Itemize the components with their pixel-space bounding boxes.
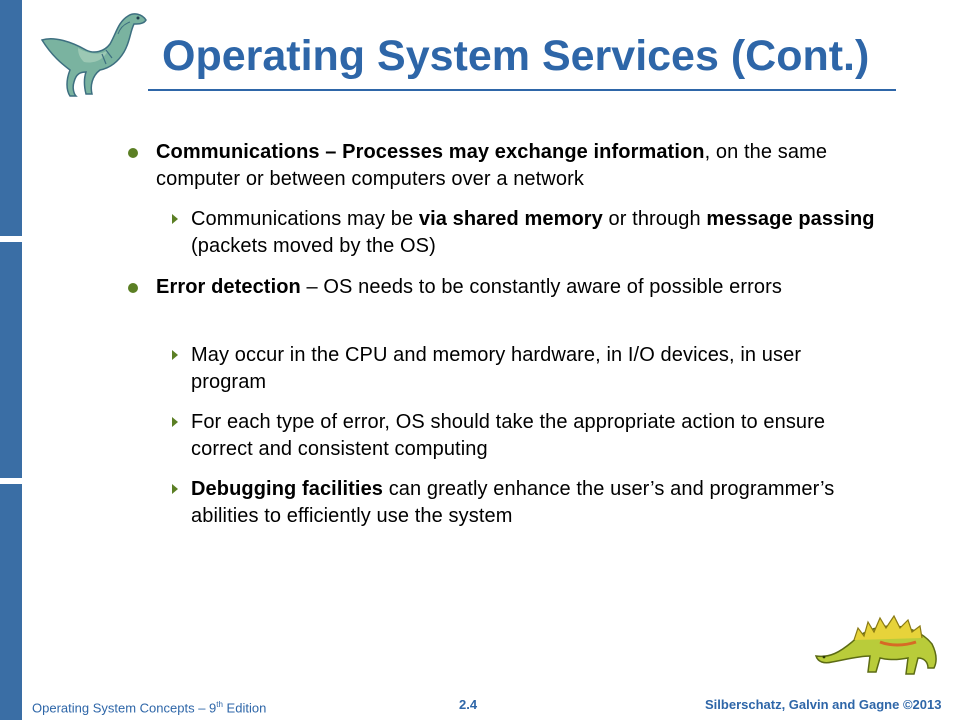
bullet-text-segment: message passing bbox=[706, 208, 875, 230]
bullet-arrow-icon bbox=[172, 350, 178, 360]
bullet-text-segment: or through bbox=[602, 208, 707, 230]
footer-book-title: Operating System Concepts – 9th Edition bbox=[32, 700, 266, 715]
bullet-text-segment: Communications may be bbox=[191, 208, 419, 230]
footer-book-title-prefix: Operating System Concepts – 9 bbox=[32, 700, 217, 716]
bullet-text-segment: May occur in the CPU and memory hardware… bbox=[191, 344, 802, 393]
dinosaur-icon bbox=[40, 13, 147, 97]
page-number: 2.4 bbox=[459, 697, 478, 712]
bullet-text-segment: Communications – Processes may exchange … bbox=[156, 141, 705, 163]
bullet-text-segment: Error detection bbox=[156, 276, 301, 298]
bullet-arrow-icon bbox=[172, 417, 178, 427]
bullet-text-segment: Debugging facilities bbox=[191, 478, 384, 500]
bullet-text-segment: – OS needs to be constantly aware of pos… bbox=[300, 276, 782, 298]
bullet-dot-icon bbox=[128, 148, 138, 158]
bullet-item: Communications – Processes may exchange … bbox=[156, 139, 876, 193]
bullet-text-segment: can greatly enhance the user’s and progr… bbox=[191, 478, 835, 527]
sidebar-segment bbox=[0, 242, 22, 478]
left-sidebar-bar bbox=[0, 0, 22, 720]
bullet-text-segment: For each type of error, OS should take t… bbox=[191, 411, 826, 460]
footer-book-title-sup: th bbox=[216, 700, 223, 709]
sub-bullet-item: For each type of error, OS should take t… bbox=[191, 409, 881, 463]
sub-bullet-item: May occur in the CPU and memory hardware… bbox=[191, 342, 881, 396]
bullet-text-segment: via shared memory bbox=[418, 208, 603, 230]
sub-bullet-item: Debugging facilities can greatly enhance… bbox=[191, 476, 881, 530]
title-underline bbox=[148, 89, 896, 91]
bullet-arrow-icon bbox=[172, 214, 178, 224]
slide-title: Operating System Services (Cont.) bbox=[162, 32, 870, 80]
footer-copyright: Silberschatz, Galvin and Gagne ©2013 bbox=[705, 697, 942, 712]
bullet-dot-icon bbox=[128, 283, 138, 293]
sidebar-segment bbox=[0, 484, 22, 720]
sub-bullet-item: Communications may be via shared memory … bbox=[191, 206, 881, 260]
stegosaurus-icon bbox=[814, 614, 937, 675]
sidebar-segment bbox=[0, 0, 22, 236]
bullet-text-segment: (packets moved by the OS) bbox=[191, 235, 436, 257]
bullet-arrow-icon bbox=[172, 484, 178, 494]
footer-book-title-suffix: Edition bbox=[222, 700, 267, 716]
bullet-item: Error detection – OS needs to be constan… bbox=[156, 274, 876, 301]
bullet-text-segment: , on the same computer or between comput… bbox=[156, 141, 828, 190]
